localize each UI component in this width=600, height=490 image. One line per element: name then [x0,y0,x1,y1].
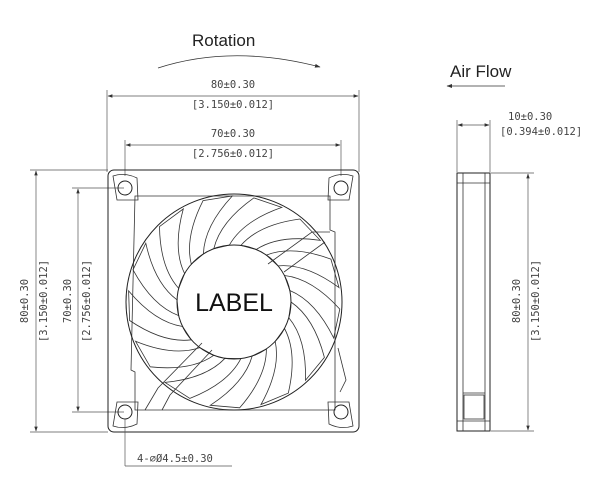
side-body [456,172,491,432]
height-holes-in: [2.756±0.012] [81,260,93,342]
fan-frame-inner [130,195,336,411]
rotation-arrow-icon [157,55,321,69]
fan-strut-top-inner [283,241,326,273]
hole-spec: 4-⌀Ø4.5±0.30 [137,453,213,465]
fan-blade [288,301,325,382]
width-outer-in: [3.150±0.012] [192,99,274,111]
height-outer-in: [3.150±0.012] [38,260,50,342]
mount-hole-tr [333,180,349,196]
side-height-mm: 80±0.30 [511,279,523,323]
dim-hole-spacing: 70±0.30 [2.756±0.012] [124,128,342,176]
fan-front-view: LABEL [107,169,360,433]
fan-strut-bottom-inner [161,349,213,411]
corner-pad-bl [112,401,139,428]
fan-blade [134,340,215,369]
side-height-in: [3.150±0.012] [530,260,542,342]
fan-blades [128,195,341,409]
dim-height-outer: 80±0.30 [3.150±0.012] [19,169,108,433]
fan-hub [176,244,292,360]
center-label: LABEL [195,289,273,317]
fan-blade [265,250,340,289]
dim-side-height: 80±0.30 [3.150±0.012] [491,172,542,432]
corner-pad-tl [112,174,139,201]
side-wire-exit [463,394,485,420]
hole-spacing-mm: 70±0.30 [211,128,255,140]
dim-width-outer: 80±0.30 [3.150±0.012] [106,79,360,172]
fan-blade [240,218,322,250]
fan-blade [260,327,293,406]
corner-pad-br [327,401,354,428]
hole-spec-callout: 4-⌀Ø4.5±0.30 [124,419,232,467]
fan-blade [213,197,284,250]
fan-side-view [456,172,491,432]
fan-blade [189,195,234,265]
rotation-label: Rotation [192,31,255,50]
fan-frame-outer [107,169,360,433]
fan-blade [209,348,267,409]
fan-blade [132,241,180,317]
fan-blade [283,275,341,340]
thickness-mm: 10±0.30 [508,111,552,123]
fan-venturi [125,193,343,411]
fan-strut-bottom [144,342,203,411]
dim-thickness: 10±0.30 [0.394±0.012] [456,111,582,172]
airflow-label: Air Flow [450,62,512,81]
fan-blade [128,289,192,341]
width-outer-mm: 80±0.30 [211,79,255,91]
hole-spacing-in: [2.756±0.012] [192,148,274,160]
height-outer-mm: 80±0.30 [19,279,31,323]
height-holes-mm: 70±0.30 [62,279,74,323]
fan-strut-top [267,231,330,265]
mount-hole-br [333,404,349,420]
mount-hole-tl [117,180,133,196]
dim-height-holes: 70±0.30 [2.756±0.012] [62,187,124,413]
thickness-in: [0.394±0.012] [500,126,582,138]
fan-blade [159,207,186,290]
fan-wire-slot [337,347,347,393]
fan-blade [163,357,242,399]
corner-pad-tr [327,174,354,201]
